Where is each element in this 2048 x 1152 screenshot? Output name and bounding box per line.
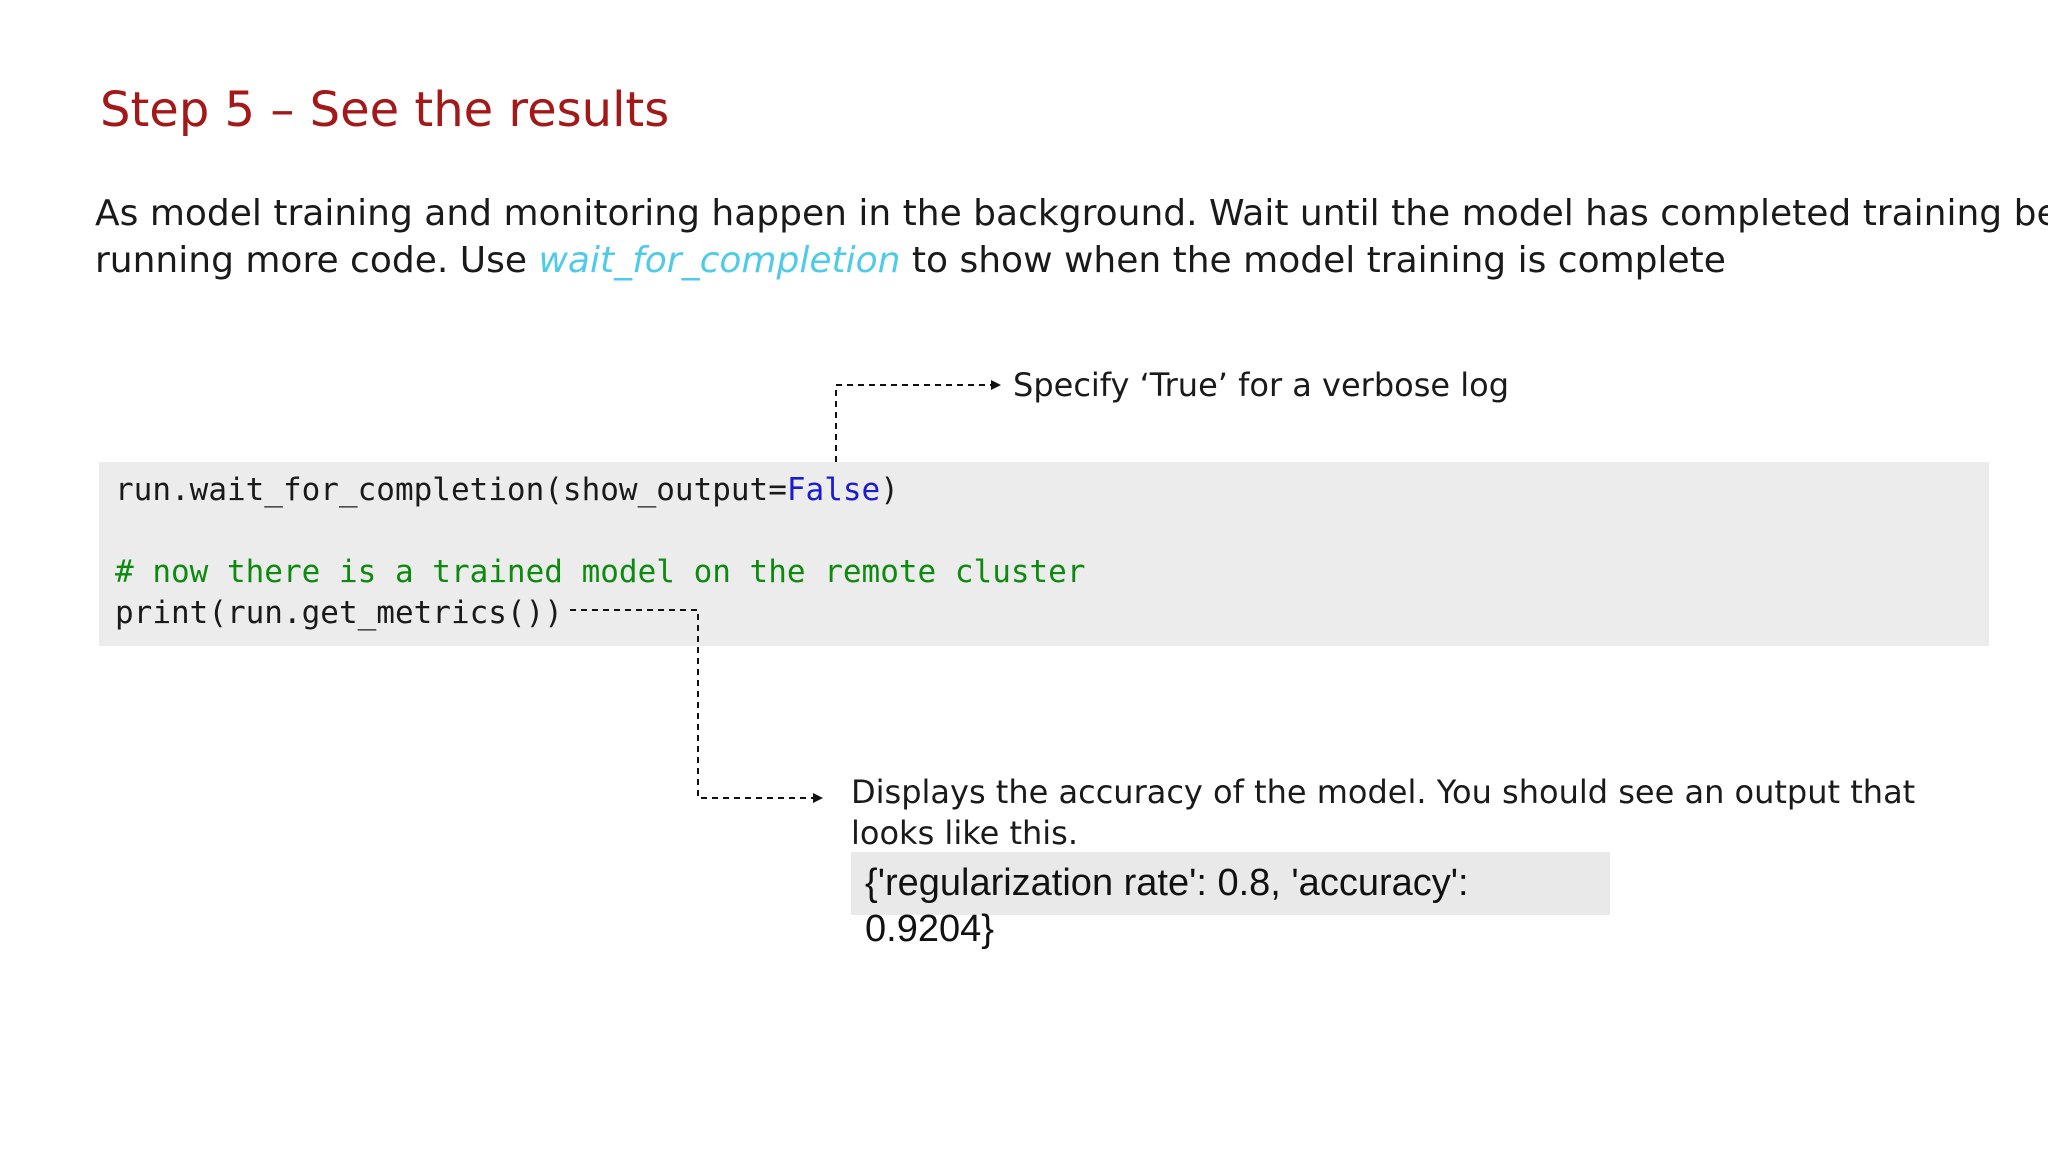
code-wait-suffix: ) bbox=[880, 472, 899, 508]
slide-title: Step 5 – See the results bbox=[100, 82, 670, 138]
annotation-accuracy-line-1: Displays the accuracy of the model. You … bbox=[851, 773, 1916, 811]
intro-line-1: As model training and monitoring happen … bbox=[95, 193, 2048, 234]
output-text: {'regularization rate': 0.8, 'accuracy':… bbox=[865, 860, 1469, 952]
annotation-verbose-log: Specify ‘True’ for a verbose log bbox=[1013, 366, 1510, 404]
connector-verbose-log-arrow bbox=[835, 380, 1001, 462]
annotation-accuracy: Displays the accuracy of the model. You … bbox=[851, 772, 1915, 854]
output-box bbox=[851, 852, 1610, 915]
output-line-1: {'regularization rate': 0.8, 'accuracy': bbox=[865, 862, 1469, 904]
output-line-2: 0.9204} bbox=[865, 908, 994, 950]
annotation-accuracy-line-2: looks like this. bbox=[851, 814, 1079, 852]
intro-line-2: running more code. Use wait_for_completi… bbox=[95, 237, 2045, 284]
intro-line-2-start: running more code. Use bbox=[95, 240, 539, 281]
code-line-print: print(run.get_metrics()) bbox=[115, 595, 563, 631]
intro-line-2-end: to show when the model training is compl… bbox=[900, 240, 1726, 281]
code-wait-prefix: run.wait_for_completion(show_output= bbox=[115, 472, 787, 508]
code-panel bbox=[99, 462, 1989, 646]
code-comment: # now there is a trained model on the re… bbox=[115, 554, 1086, 590]
code-line-wait: run.wait_for_completion(show_output=Fals… bbox=[115, 472, 899, 508]
intro-paragraph: As model training and monitoring happen … bbox=[95, 190, 2048, 284]
wait-for-completion-keyword: wait_for_completion bbox=[538, 240, 901, 281]
code-false-literal: False bbox=[786, 472, 881, 508]
